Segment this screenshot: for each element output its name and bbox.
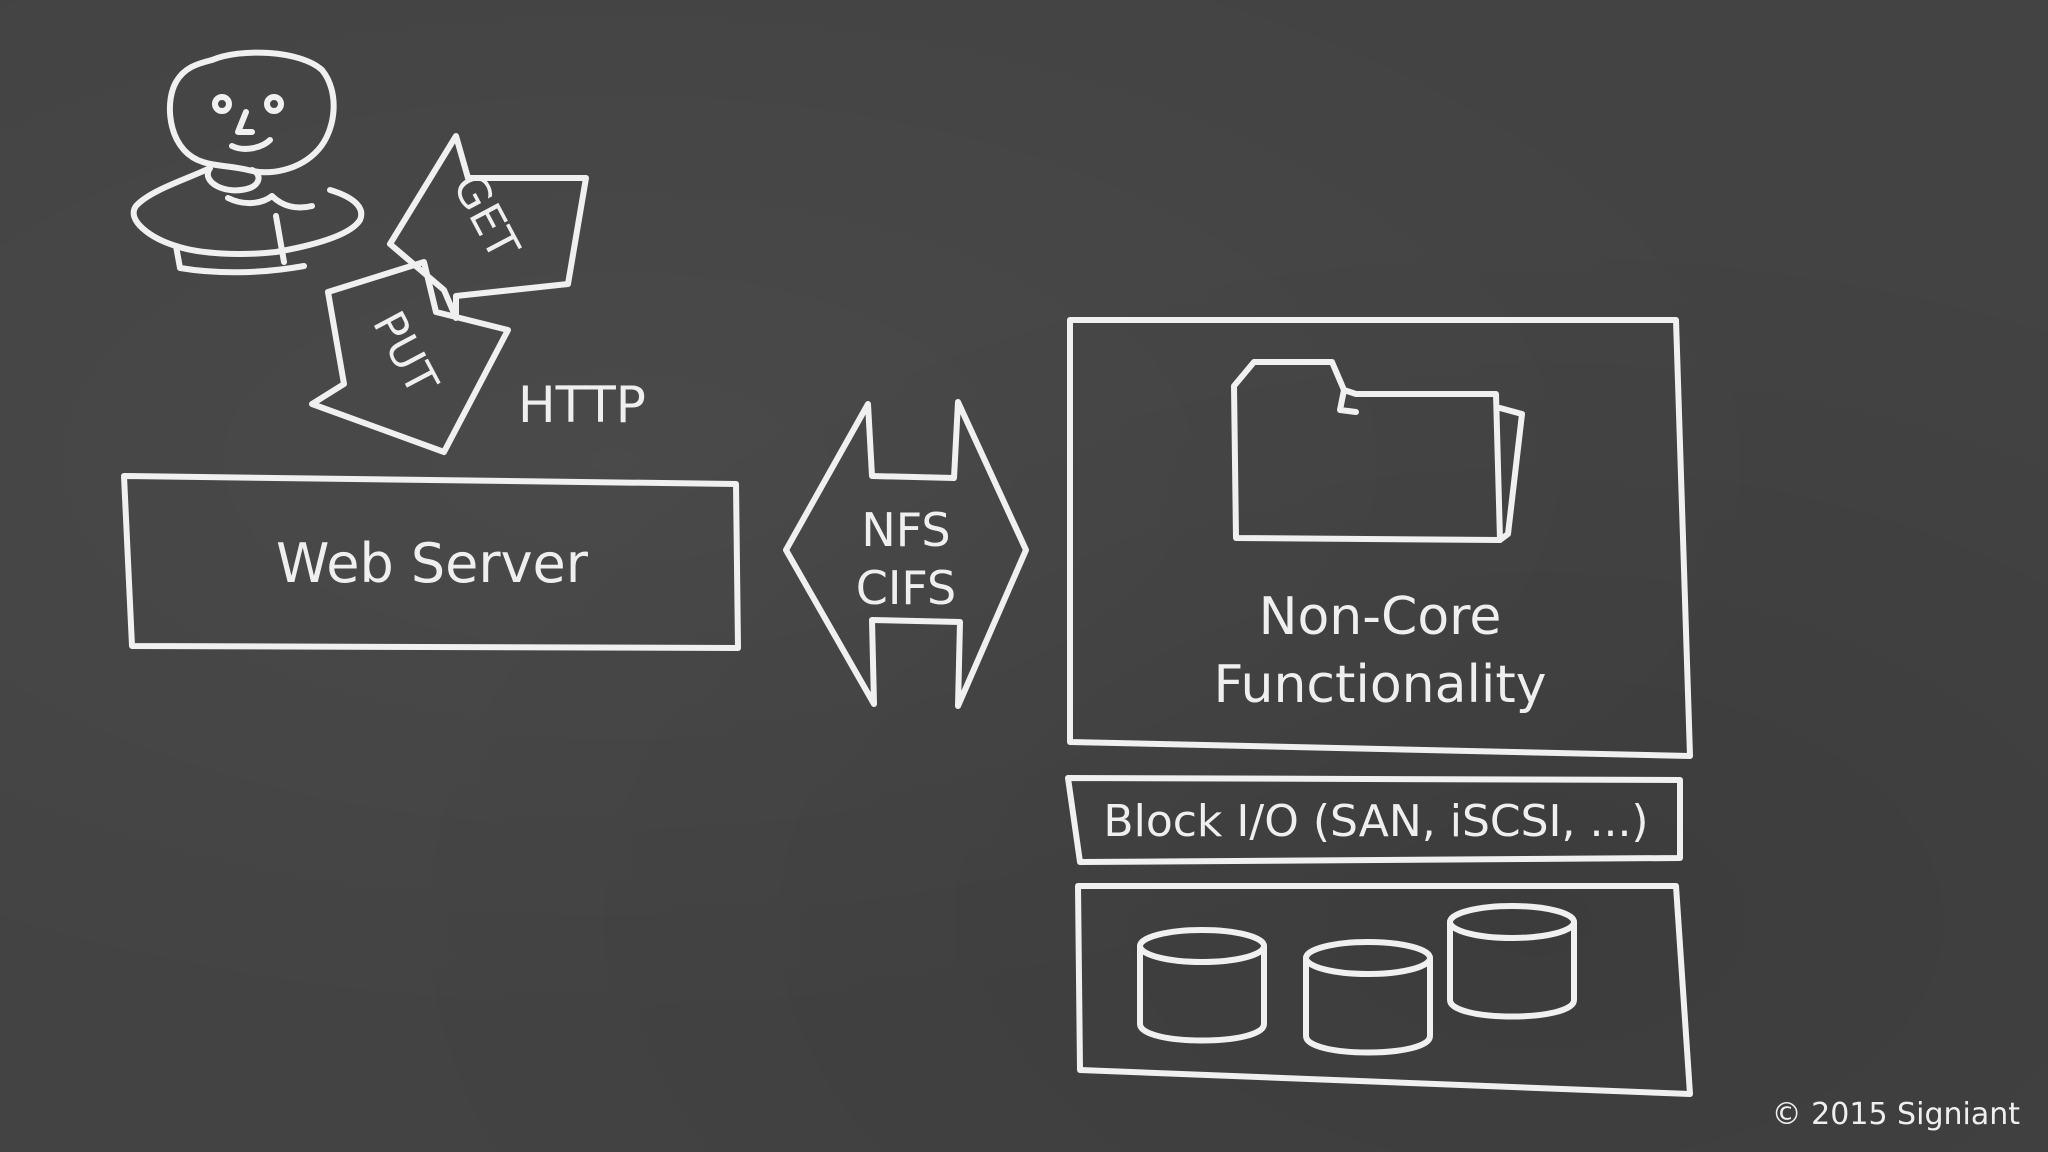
non-core-label-line2: Functionality [1213, 655, 1546, 715]
non-core-box: Non-Core Functionality [1067, 317, 1693, 759]
storage-box [1075, 883, 1693, 1097]
nfs-label: NFS [861, 503, 950, 557]
web-server-box: Web Server [121, 473, 741, 651]
nfs-cifs-double-arrow: NFS CIFS [783, 399, 1029, 709]
copyright-text: © 2015 Signiant [1772, 1097, 2021, 1132]
http-label: HTTP [518, 376, 646, 434]
disk-icon [1303, 939, 1433, 1056]
web-server-label: Web Server [276, 532, 589, 595]
put-arrow: PUT [309, 259, 511, 455]
non-core-label-line1: Non-Core [1259, 587, 1502, 647]
person-icon [130, 49, 365, 276]
disk-icon [1447, 903, 1577, 1020]
get-arrow: GET [387, 133, 589, 321]
block-io-label: Block I/O (SAN, iSCSI, ...) [1103, 796, 1648, 847]
cifs-label: CIFS [856, 561, 957, 615]
folder-icon [1231, 359, 1525, 543]
disk-icon [1137, 927, 1267, 1044]
put-label: PUT [362, 303, 447, 403]
block-io-box: Block I/O (SAN, iSCSI, ...) [1065, 775, 1683, 865]
